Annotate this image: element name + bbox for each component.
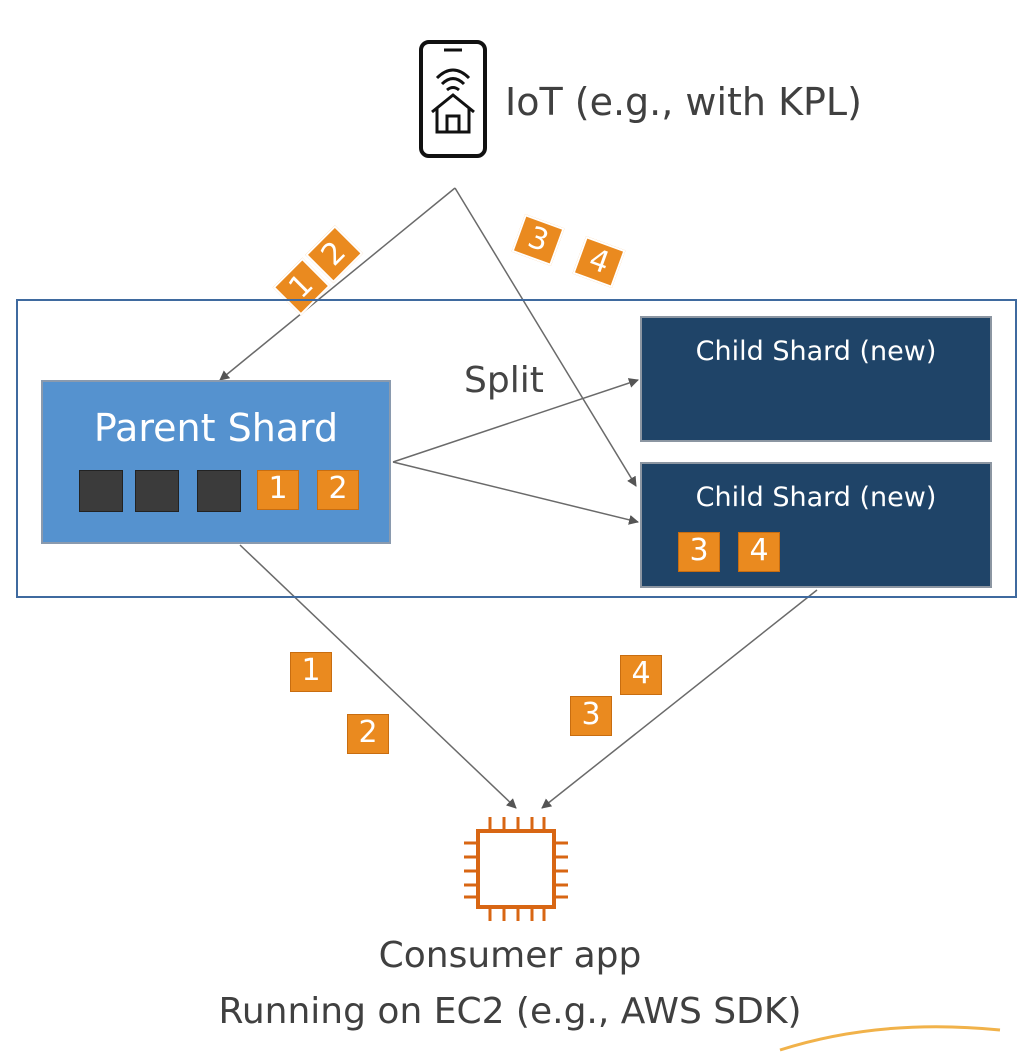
iot-to-parent-arrow [219,187,456,381]
iot-label: IoT (e.g., with KPL) [505,80,862,124]
parent-shard-title: Parent Shard [93,406,339,450]
child-shard-2: Child Shard (new) 3 4 [640,462,992,588]
decorative-arc [779,1025,1001,1052]
parent-shard: Parent Shard 1 2 [41,380,391,544]
record-1: 1 [290,652,332,692]
consumer-label: Consumer app Running on EC2 (e.g., AWS S… [0,930,1020,1038]
child-shard-title: Child Shard (new) [695,336,937,367]
split-to-child1-arrow [392,378,639,463]
record-4: 4 [738,532,780,572]
old-record [79,470,123,512]
record-3: 3 [570,696,612,736]
stream-frame [16,299,1017,598]
record-2: 2 [347,714,389,754]
old-record [135,470,179,512]
iot-to-child2-arrow [454,187,637,487]
ec2-chip-icon [460,815,572,923]
child-shard-title: Child Shard (new) [695,482,937,513]
old-record [197,470,241,512]
record-2: 2 [317,470,359,510]
record-1: 1 [257,470,299,510]
child-to-consumer-arrow [541,589,818,809]
child-shard-1: Child Shard (new) [640,316,992,442]
consumer-line1: Consumer app [378,935,642,976]
smartphone-home-wifi-icon [418,40,488,160]
consumer-line2: Running on EC2 (e.g., AWS SDK) [218,991,802,1032]
record-3: 3 [678,532,720,572]
parent-to-consumer-arrow [239,544,517,809]
split-to-child2-arrow [392,461,639,525]
record-4: 4 [620,655,662,695]
split-label: Split [464,360,544,401]
